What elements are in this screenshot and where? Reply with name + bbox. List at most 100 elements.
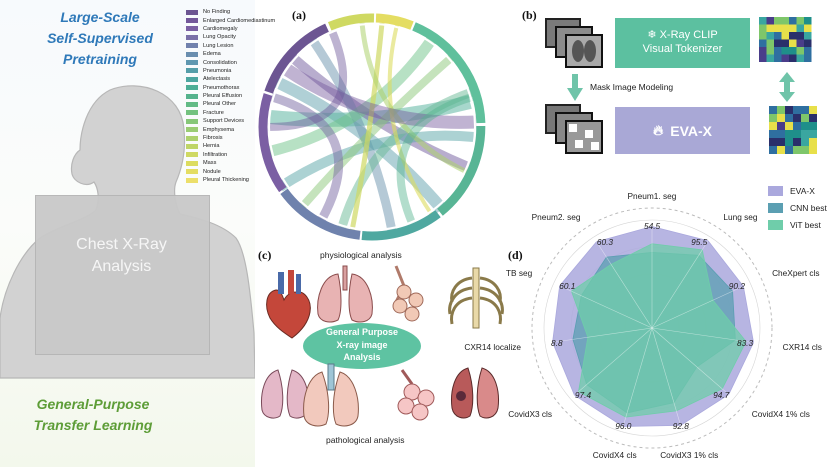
radar-outer-ring — [531, 207, 773, 449]
token-cell — [759, 47, 767, 55]
token-cell — [781, 54, 789, 62]
chord-legend-item: Nodule — [186, 167, 275, 175]
radar-axis-value: 90.2 — [728, 280, 745, 291]
snowflake-icon: ❄ — [647, 29, 660, 41]
chord-legend-label: Enlarged Cardiomediastinum — [203, 17, 276, 24]
chord-legend-item: Pleural Other — [186, 100, 275, 108]
token-cell — [759, 54, 767, 62]
chord-legend-item: Emphysema — [186, 125, 275, 133]
token-cell — [759, 32, 767, 40]
chord-legend-swatch — [186, 110, 198, 116]
radar-axis-label: Pneum2. seg — [531, 211, 581, 222]
token-cell — [789, 39, 797, 47]
chord-legend-swatch — [186, 118, 198, 124]
token-cell — [781, 32, 789, 40]
token-cell — [796, 24, 804, 32]
radar-axis-label: Pneum1. seg — [627, 191, 677, 201]
chord-legend-swatch — [186, 34, 198, 40]
general-purpose-ellipse — [303, 323, 421, 369]
chord-legend-item: Hernia — [186, 142, 275, 150]
radar-axis-value: 92.8 — [672, 420, 689, 431]
token-cell — [804, 39, 812, 47]
token-cell — [777, 138, 785, 146]
infected-alveoli-icon — [397, 369, 435, 421]
flame-icon: 🔥︎ — [652, 122, 664, 138]
token-cell — [781, 39, 789, 47]
radar-axis-label: CovidX3 cls — [508, 409, 553, 420]
chord-legend-label: Cardiomegaly — [203, 25, 238, 32]
chord-legend-label: Pneumothorax — [203, 84, 240, 91]
token-cell — [804, 47, 812, 55]
token-cell — [766, 54, 774, 62]
token-cell — [804, 32, 812, 40]
chord-legend-item: Enlarged Cardiomediastinum — [186, 16, 275, 24]
chord-legend-swatch — [186, 68, 198, 74]
token-cell — [796, 47, 804, 55]
token-cell — [785, 122, 793, 130]
token-cell — [801, 114, 809, 122]
token-cell — [789, 47, 797, 55]
token-cell — [766, 39, 774, 47]
xray-clip-tokenizer: ❄ X-Ray CLIP Visual Tokenizer — [615, 18, 750, 68]
chord-legend-label: Fracture — [203, 109, 224, 116]
token-cell — [785, 138, 793, 146]
token-cell — [766, 17, 774, 25]
token-cell — [785, 146, 793, 154]
token-cell — [785, 130, 793, 138]
radar-axis-value: 83.3 — [736, 337, 754, 348]
chord-legend-item: Edema — [186, 50, 275, 58]
radar-axis-value: 8.8 — [551, 337, 563, 348]
token-cell — [801, 122, 809, 130]
chord-legend-label: Atelectasis — [203, 76, 231, 83]
chord-legend-label: Lung Opacity — [203, 34, 236, 41]
radar-spoke — [651, 236, 711, 329]
token-cell — [801, 146, 809, 154]
token-cell — [781, 24, 789, 32]
chord-legend-label: Hernia — [203, 143, 220, 150]
chord-legend-item: Infiltration — [186, 151, 275, 159]
token-cell — [793, 122, 801, 130]
token-cell — [769, 122, 777, 130]
token-grid-top — [759, 17, 812, 62]
token-cell — [774, 17, 782, 25]
chord-legend-label: Pleural Thickening — [203, 177, 249, 183]
token-cell — [801, 130, 809, 138]
chord-legend-label: Nodule — [203, 168, 221, 175]
eva-x-label: EVA-X — [670, 122, 713, 139]
token-cell — [766, 47, 774, 55]
pathological-caption: pathological analysis — [326, 435, 405, 445]
token-cell — [789, 17, 797, 25]
chord-legend-label: Edema — [203, 51, 221, 58]
chord-legend-label: Lung Lesion — [203, 42, 234, 49]
token-cell — [796, 17, 804, 25]
token-cell — [796, 39, 804, 47]
alveoli-icon — [392, 265, 424, 322]
tokenizer-line2: Visual Tokenizer — [642, 43, 723, 55]
chord-legend-item: Atelectasis — [186, 75, 275, 83]
chord-legend-item: Mass — [186, 159, 275, 167]
chord-legend-label: Pleural Effusion — [203, 93, 243, 100]
token-cell — [781, 17, 789, 25]
token-cell — [785, 114, 793, 122]
legend-cnn-best: CNN best — [768, 203, 827, 213]
pretraining-title: Large-Scale Self-Supervised Pretraining — [47, 9, 153, 67]
token-cell — [796, 32, 804, 40]
radar-spoke — [651, 327, 683, 432]
legend-eva-x: EVA-X — [768, 186, 815, 196]
radar-axis-value: 60.3 — [596, 237, 613, 248]
physiological-caption: physiological analysis — [320, 250, 402, 260]
chord-legend-swatch — [186, 169, 198, 175]
chord-legend-swatch — [186, 43, 198, 49]
chord-legend-item: Consolidation — [186, 58, 275, 66]
token-cell — [777, 114, 785, 122]
token-cell — [801, 138, 809, 146]
chord-legend-swatch — [186, 18, 198, 24]
token-cell — [769, 114, 777, 122]
token-cell — [777, 130, 785, 138]
chord-legend-label: Mass — [203, 160, 217, 167]
token-cell — [774, 32, 782, 40]
token-cell — [793, 114, 801, 122]
chord-legend-label: Consolidation — [203, 59, 237, 66]
chord-legend-item: Fracture — [186, 109, 275, 117]
token-cell — [804, 17, 812, 25]
